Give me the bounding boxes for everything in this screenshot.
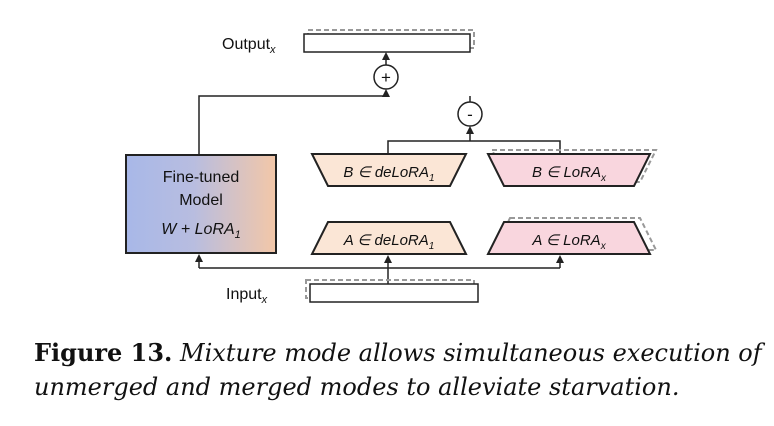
figure-caption-text: Mixture mode allows simultaneous executi… [34,339,762,401]
model-line2: Model [179,192,223,209]
model-line1: Fine-tuned [163,169,240,186]
plus-operator: + [373,64,399,90]
svg-text:A ∈ deLoRA1: A ∈ deLoRA1 [343,232,435,252]
svg-text:+: + [381,68,391,87]
a-lora-block: A ∈ LoRAx [486,217,658,255]
input-label: Inputx [226,286,268,306]
svg-text:-: - [467,105,473,124]
input-box [305,279,479,303]
svg-text:A ∈ LoRAx: A ∈ LoRAx [531,232,606,252]
model-formula: W + LoRA1 [161,221,240,241]
a-delora-block: A ∈ deLoRA1 [310,221,468,255]
b-lora-block: B ∈ LoRAx [486,149,658,187]
output-box [303,29,475,53]
svg-text:B ∈ LoRAx: B ∈ LoRAx [532,164,607,184]
b-delora-block: B ∈ deLoRA1 [310,153,468,187]
fine-tuned-model-box: Fine-tuned Model W + LoRA1 [125,154,277,254]
figure-caption: Figure 13. Mixture mode allows simultane… [34,336,764,404]
connector-model-to-plus [198,89,390,155]
output-label: Outputx [222,36,276,56]
connector-b-to-minus [387,140,561,154]
svg-text:B ∈ deLoRA1: B ∈ deLoRA1 [343,164,434,184]
figure-caption-label: Figure 13. [34,338,173,367]
minus-operator: - [457,101,483,127]
